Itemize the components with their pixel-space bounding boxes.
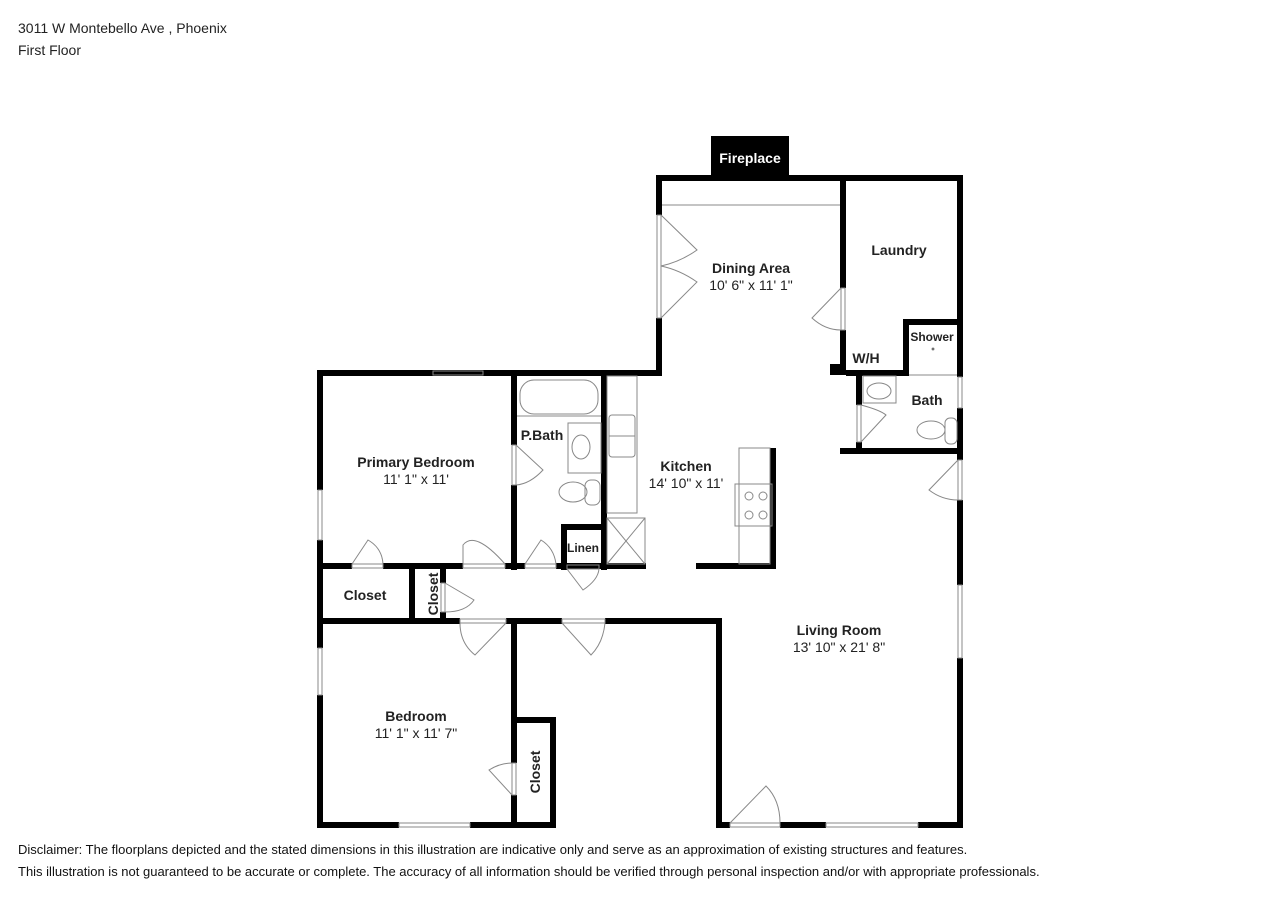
wh-label: W/H [852, 350, 879, 366]
kitchen-label: Kitchen [660, 458, 711, 474]
laundry-label: Laundry [871, 242, 926, 258]
primary-bedroom-label: Primary Bedroom [357, 454, 474, 470]
bedroom-dims: 11' 1" x 11' 7" [375, 725, 458, 741]
closet-label-1: Closet [344, 587, 387, 603]
closet-label-3: Closet [527, 750, 543, 793]
walls [317, 136, 963, 828]
disclaimer-line-2: This illustration is not guaranteed to b… [18, 864, 1040, 879]
shower-label: Shower [910, 330, 954, 344]
kitchen-dims: 14' 10" x 11' [649, 475, 724, 491]
property-address: 3011 W Montebello Ave , Phoenix [18, 20, 227, 36]
closet-label-2: Closet [425, 572, 441, 615]
primary-bedroom-dims: 11' 1" x 11' [383, 471, 449, 487]
fixtures [317, 204, 963, 828]
disclaimer-line-1: Disclaimer: The floorplans depicted and … [18, 842, 968, 857]
living-room-dims: 13' 10" x 21' 8" [793, 639, 885, 655]
pbath-label: P.Bath [521, 427, 564, 443]
bath-label: Bath [911, 392, 942, 408]
dining-label: Dining Area [712, 260, 790, 276]
floor-label: First Floor [18, 42, 81, 58]
bedroom-label: Bedroom [385, 708, 446, 724]
living-room-label: Living Room [797, 622, 882, 638]
linen-label: Linen [567, 541, 599, 555]
fireplace-label: Fireplace [719, 150, 781, 166]
dining-dims: 10' 6" x 11' 1" [709, 277, 793, 293]
